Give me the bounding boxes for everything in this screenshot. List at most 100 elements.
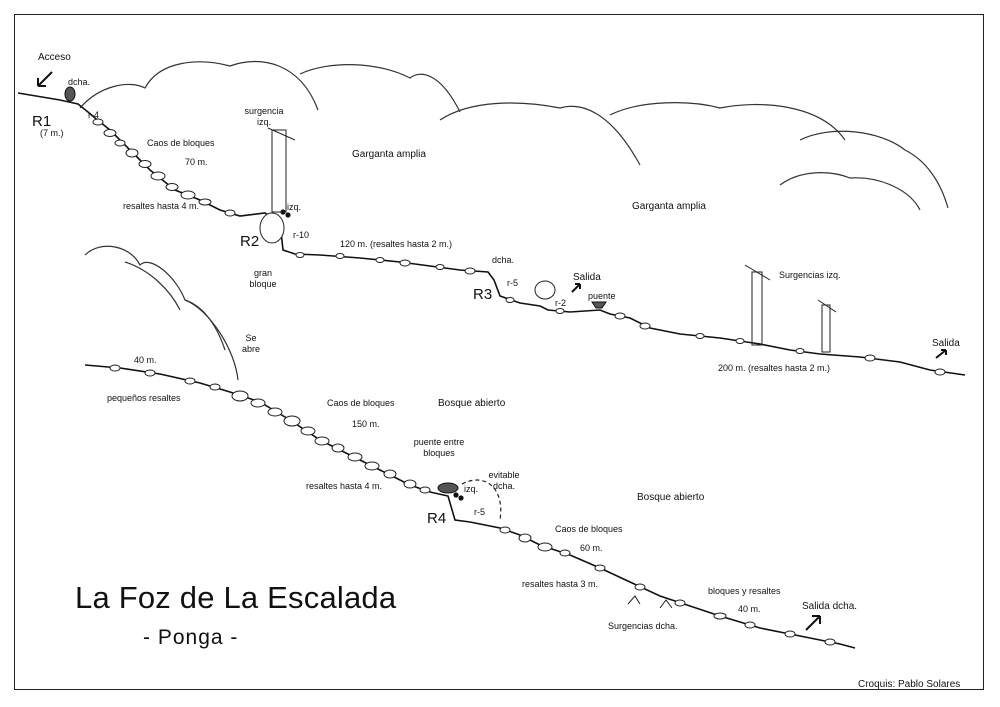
drawing-frame (14, 14, 984, 690)
evitable-dcha-label: evitable dcha. (484, 470, 524, 492)
surgencia-izq-3 (821, 304, 831, 353)
seep-tick-3 (267, 127, 296, 141)
surgencia-izq-label-1: surgencia (244, 106, 284, 116)
rappel-r3: R3 (473, 286, 493, 303)
sketch-credit: Croquis: Pablo Solares (858, 679, 961, 690)
r4-short-label: r-4 (88, 110, 99, 120)
salida-label-r3: Salida (573, 272, 601, 283)
caos-label-1: Caos de bloques (147, 138, 215, 148)
surgencia-izq-label-2: izq. (256, 117, 271, 127)
bosque-label-2: Bosque abierto (637, 492, 705, 503)
boulder (109, 364, 121, 372)
salida-dcha-label: Salida dcha. (802, 601, 858, 612)
seep-tick-1 (744, 264, 771, 281)
se-abre-label-2: abre (241, 344, 260, 354)
exit-arrow-r3 (571, 283, 581, 293)
garganta-label-1: Garganta amplia (352, 149, 426, 160)
canyon-bed-1 (17, 92, 966, 376)
marker-r1 (64, 86, 76, 102)
boulder (518, 533, 532, 543)
caos-label-2: Caos de bloques (327, 398, 395, 408)
rappel-r4: R4 (427, 510, 447, 527)
boulder (784, 630, 796, 638)
cliff-outline-right (799, 130, 949, 209)
boulder (713, 612, 727, 620)
boulder (364, 461, 380, 471)
resaltes-3m-label: resaltes hasta 3 m. (522, 579, 599, 589)
boulder (180, 190, 196, 200)
distance-60m: 60 m. (580, 543, 603, 553)
boulder (295, 252, 305, 258)
boulder (499, 526, 511, 534)
boulder (231, 390, 249, 402)
resaltes-4m-label-1: resaltes hasta 4 m. (123, 201, 200, 211)
exit-arrow-end1 (935, 349, 947, 359)
boulder (435, 264, 445, 270)
boulder (399, 259, 411, 267)
boulder (331, 443, 345, 453)
distance-120m: 120 m. (resaltes hasta 2 m.) (340, 239, 453, 249)
boulder (300, 426, 316, 436)
surgencias-dcha-label: Surgencias dcha. (608, 621, 678, 631)
boulder (92, 118, 104, 126)
sketch-subtitle: - Ponga - (143, 626, 239, 649)
surgencia-izq-label: surgencia izq. (240, 106, 288, 128)
boulder (224, 209, 236, 217)
bloques-resaltes-label: bloques y resaltes (708, 586, 781, 596)
bypass-route (461, 479, 502, 521)
boulder (103, 129, 117, 137)
boulder (419, 486, 431, 494)
surgencia-izq-1 (271, 129, 287, 213)
rappel-r2: R2 (240, 233, 260, 250)
rappel-r1: R1 (32, 113, 52, 130)
exit-arrow-dcha (805, 615, 821, 631)
boulder (144, 369, 156, 377)
marker-puente (591, 301, 607, 309)
distance-70m: 70 m. (185, 157, 208, 167)
puente-entre-label-2: bloques (423, 448, 455, 458)
cliff-outline-mid (439, 102, 641, 166)
cliff-outline-lower-2 (184, 299, 239, 381)
boulder (347, 452, 363, 462)
gran-bloque-label-2: bloque (249, 279, 277, 289)
boulder (138, 160, 152, 168)
boulder (614, 312, 626, 320)
boulder (824, 638, 836, 646)
boulder (335, 253, 345, 259)
r5-label-top: r-5 (507, 278, 518, 288)
cliff-outline-top-2 (299, 64, 461, 113)
cliff-outline-lower (84, 245, 226, 351)
boulder (795, 348, 805, 354)
cliff-outline-right-2 (779, 172, 921, 211)
surgencias-dcha-2 (659, 599, 673, 609)
anchor-r4-b (458, 495, 464, 501)
gran-bloque-label-1: gran (253, 268, 272, 278)
surgencias-izq-label: Surgencias izq. (779, 270, 841, 280)
salida-label-end1: Salida (932, 338, 960, 349)
boulder (639, 322, 651, 330)
surgencias-dcha-1 (627, 595, 641, 605)
r5-label-bottom: r-5 (474, 507, 485, 517)
distance-200m: 200 m. (resaltes hasta 2 m.) (718, 363, 831, 373)
access-arrow (37, 71, 53, 87)
boulder (735, 338, 745, 344)
puente-entre-bloques-label: puente entre bloques (408, 437, 470, 459)
boulder (864, 354, 876, 362)
surgencia-izq-2 (751, 271, 763, 346)
anchor-r2-b (285, 212, 291, 218)
boulder (744, 621, 756, 629)
boulder (314, 436, 330, 446)
se-abre-label-1: Se (245, 333, 257, 343)
boulder (114, 139, 126, 147)
boulder (674, 599, 686, 607)
boulder (383, 469, 397, 479)
boulder (165, 183, 179, 191)
marker-puente-entre (437, 482, 459, 494)
sketch-title: La Foz de La Escalada (75, 580, 397, 615)
boulder (198, 198, 212, 206)
izq-label-r4: izq. (464, 484, 479, 494)
boulder (375, 257, 385, 263)
evitable-label-1: evitable (488, 470, 520, 480)
gran-bloque-label: gran bloque (245, 268, 281, 290)
